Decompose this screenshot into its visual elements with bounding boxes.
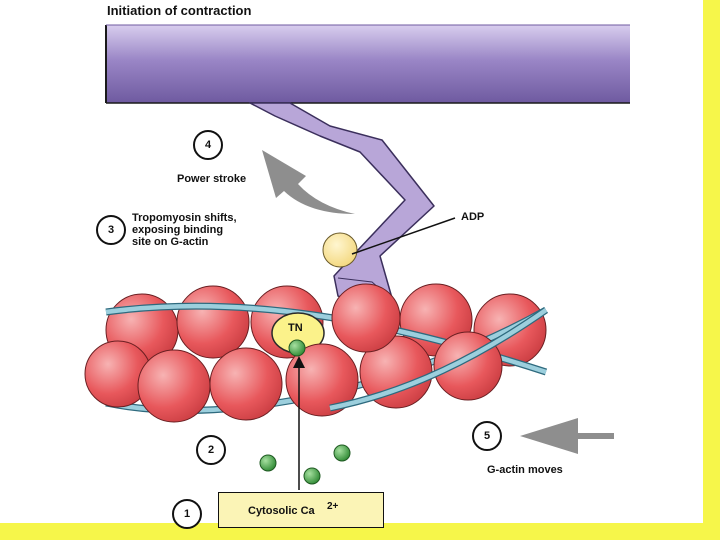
power-stroke-label: Power stroke — [177, 173, 247, 185]
troponin-label: TN — [288, 322, 303, 334]
myosin-head — [249, 102, 435, 307]
gactin-moves-label: G-actin moves — [487, 464, 563, 476]
step-3-number: 3 — [96, 215, 126, 245]
cytosolic-calcium-superscript: 2+ — [327, 501, 339, 512]
tropomyosin-label-line3: site on G-actin — [132, 236, 209, 248]
step-2-number: 2 — [196, 435, 226, 465]
tropomyosin-label-line2: exposing binding — [132, 224, 224, 236]
calcium-ions — [259, 339, 351, 485]
step-4-number: 4 — [193, 130, 223, 160]
power-stroke-arrow-icon — [262, 150, 355, 214]
calcium-binding-arrow — [293, 356, 305, 490]
thick-filament — [105, 24, 630, 104]
step-1-number: 1 — [172, 499, 202, 529]
step-5-number: 5 — [472, 421, 502, 451]
tropomyosin-label-line1: Tropomyosin shifts, — [132, 212, 237, 224]
yellow-frame-right — [703, 0, 720, 540]
actin-front-row — [84, 283, 503, 423]
cytosolic-calcium-box — [218, 492, 384, 528]
adp-label: ADP — [461, 211, 485, 223]
gactin-arrow-icon — [520, 418, 614, 454]
adp-molecule — [322, 217, 456, 268]
diagram-title: Initiation of contraction — [107, 3, 252, 18]
cytosolic-calcium-label: Cytosolic Ca — [248, 505, 315, 517]
